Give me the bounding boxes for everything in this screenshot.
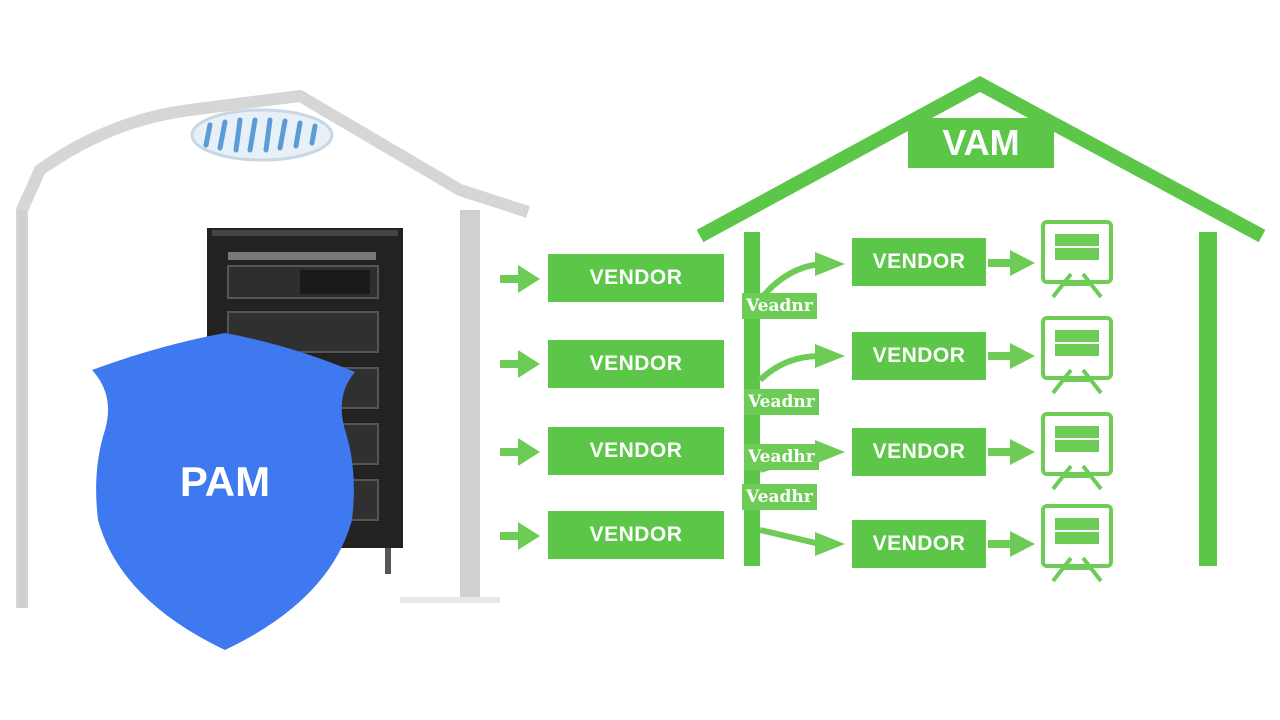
small-vendor-label-2: Veadnr bbox=[744, 389, 819, 415]
left-vendor-box-4: VENDOR bbox=[548, 511, 724, 559]
arrow-right-icon bbox=[500, 350, 540, 378]
arrow-right-icon bbox=[500, 522, 540, 550]
branch-arrowheads bbox=[815, 252, 845, 556]
right-vendor-box-1: VENDOR bbox=[852, 238, 986, 286]
arrow-right-icon bbox=[988, 343, 1035, 369]
shield-icon bbox=[92, 333, 355, 650]
arrow-right-icon bbox=[988, 531, 1035, 557]
certificate-icon bbox=[1041, 220, 1113, 299]
certificates bbox=[1041, 220, 1113, 583]
arrow-right-icon bbox=[500, 438, 540, 466]
small-vendor-label-3: Veadhr bbox=[744, 444, 819, 470]
arrow-right-icon bbox=[500, 265, 540, 293]
cloud-icon bbox=[190, 108, 334, 162]
right-vendor-box-3: VENDOR bbox=[852, 428, 986, 476]
right-vendor-box-2: VENDOR bbox=[852, 332, 986, 380]
left-arrows bbox=[500, 265, 540, 550]
house-outline-icon bbox=[16, 90, 530, 608]
certificate-icon bbox=[1041, 504, 1113, 583]
pam-label: PAM bbox=[179, 458, 271, 505]
certificate-icon bbox=[1041, 412, 1113, 491]
arrow-right-icon bbox=[988, 439, 1035, 465]
small-vendor-label-4: Veadhr bbox=[742, 484, 817, 510]
certificate-icon bbox=[1041, 316, 1113, 395]
left-vendor-box-1: VENDOR bbox=[548, 254, 724, 302]
right-vendor-box-4: VENDOR bbox=[852, 520, 986, 568]
left-vendor-box-2: VENDOR bbox=[548, 340, 724, 388]
right-arrows bbox=[988, 250, 1035, 557]
vam-label: VAM bbox=[908, 118, 1054, 168]
small-vendor-label-1: Veadnr bbox=[742, 293, 817, 319]
left-vendor-box-3: VENDOR bbox=[548, 427, 724, 475]
arrow-right-icon bbox=[988, 250, 1035, 276]
